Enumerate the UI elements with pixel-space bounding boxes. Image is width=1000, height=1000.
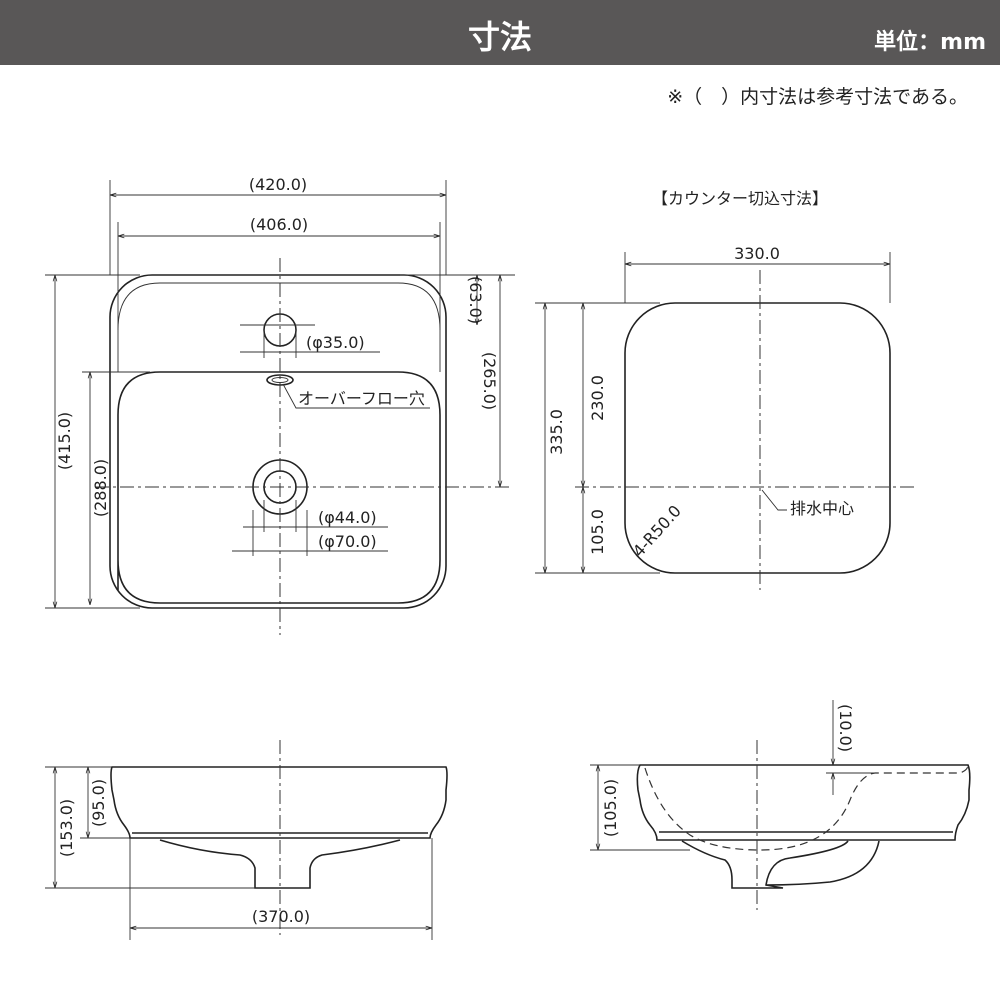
top-view: (420.0) (406.0) (63.0) (265.0) (415.0) (… [45, 175, 515, 635]
dim-front-to-center: 230.0 [588, 375, 607, 421]
dim-drain-inner: (φ44.0) [318, 508, 377, 527]
dim-width-inner: (406.0) [250, 215, 308, 234]
dim-cutout-depth: 335.0 [547, 409, 566, 455]
side-view: (105.0) (10.0) [590, 700, 971, 910]
unit-label: 単位：mm [874, 30, 986, 55]
cutout-view: 【カウンター切込寸法】 330.0 335.0 230.0 105.0 4-R5… [535, 189, 915, 590]
basin-front [110, 766, 448, 839]
dim-corner-radius: 4-R50.0 [629, 501, 685, 560]
front-view: (153.0) (95.0) (370.0) [45, 740, 448, 940]
dim-bowl-height: (95.0) [89, 779, 108, 827]
dim-overflow-hole: (φ35.0) [306, 333, 365, 352]
dim-depth-outer: (415.0) [55, 412, 74, 470]
basin-side [636, 764, 971, 841]
dim-center-to-back: 105.0 [588, 509, 607, 555]
dim-drain-outer: (φ70.0) [318, 532, 377, 551]
dim-overflow-offset: (63.0) [466, 276, 485, 324]
page-title: 寸法 [467, 18, 532, 56]
dim-overflow-depth: (10.0) [836, 704, 855, 752]
cutout-title: 【カウンター切込寸法】 [652, 189, 828, 208]
dim-total-height: (153.0) [57, 799, 76, 857]
rim-inner [117, 282, 441, 331]
overflow-hole-label: オーバーフロー穴 [298, 389, 425, 408]
header-bar: 寸法 単位：mm [0, 0, 1000, 65]
dim-bottom-width: (370.0) [252, 907, 310, 926]
dim-drain-offset: (265.0) [480, 352, 499, 410]
cutout-outline [624, 302, 891, 574]
dim-cutout-width: 330.0 [734, 244, 780, 263]
dim-depth-inner: (288.0) [91, 459, 110, 517]
dim-width-outer: (420.0) [249, 175, 307, 194]
reference-note: ※（ ）内寸法は参考寸法である。 [667, 86, 968, 108]
basin-outline [109, 274, 447, 609]
drain-center-label: 排水中心 [790, 499, 854, 518]
dim-side-height: (105.0) [601, 779, 620, 837]
